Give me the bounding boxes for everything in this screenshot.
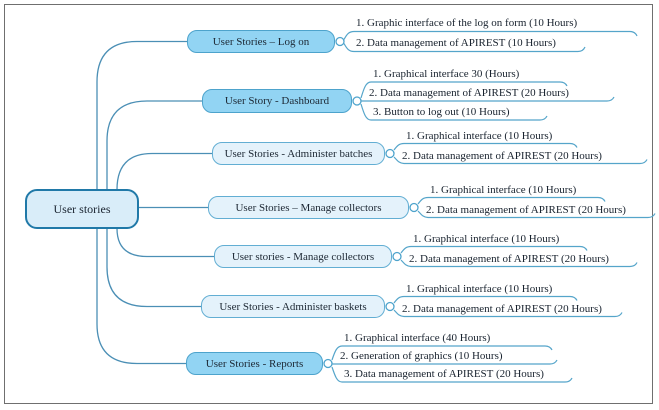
wire-root-log-on <box>96 40 188 190</box>
task-reports-3[interactable]: 3. Data management of APIREST (20 Hours) <box>344 368 544 380</box>
task-reports-2[interactable]: 2. Generation of graphics (10 Hours) <box>340 350 503 362</box>
task-line <box>331 366 573 383</box>
task-dashboard-2[interactable]: 2. Data management of APIREST (20 Hours) <box>369 87 569 99</box>
connector-dot <box>323 358 333 369</box>
task-line <box>393 295 578 304</box>
branch-node-administer-baskets[interactable]: User Stories - Administer baskets <box>201 295 385 318</box>
task-line <box>417 210 656 219</box>
task-collectors2-2[interactable]: 2. Data management of APIREST (20 Hours) <box>409 252 609 265</box>
branch-node-log-on[interactable]: User Stories – Log on <box>187 30 335 53</box>
task-reports-1[interactable]: 1. Graphical interface (40 Hours) <box>344 332 491 344</box>
branch-connector-dots <box>323 36 419 369</box>
task-line <box>332 359 558 365</box>
wire-root-dashboard <box>106 100 203 190</box>
task-line <box>417 196 606 205</box>
root-node-user-stories[interactable]: User stories <box>25 189 139 229</box>
task-dashboard-1[interactable]: 1. Graphical interface 30 (Hours) <box>373 68 520 80</box>
branch-node-manage-collectors-2[interactable]: User stories - Manage collectors <box>214 245 392 268</box>
branch-node-reports[interactable]: User Stories - Reports <box>186 352 323 375</box>
connector-dot <box>392 251 402 262</box>
task-line <box>400 245 588 254</box>
task-dashboard-3[interactable]: 3. Button to log out (10 Hours) <box>373 106 510 118</box>
task-line <box>393 142 578 151</box>
task-line <box>360 103 548 121</box>
task-batches-2[interactable]: 2. Data management of APIREST (20 Hours) <box>402 149 602 162</box>
task-log-on-1[interactable]: 1. Graphic interface of the log on form … <box>356 17 578 29</box>
wire-root-administer-baskets <box>106 228 202 308</box>
connector-dot <box>409 202 419 213</box>
task-line <box>393 156 648 165</box>
wire-root-administer-batches <box>116 152 213 190</box>
task-line <box>361 96 615 102</box>
connector-dot <box>352 96 362 106</box>
task-batches-1[interactable]: 1. Graphical interface (10 Hours) <box>406 129 553 142</box>
task-line <box>343 43 586 53</box>
task-line <box>343 30 638 40</box>
connector-dot <box>385 301 395 312</box>
connector-dot <box>385 148 395 159</box>
task-collectors-1[interactable]: 1. Graphical interface (10 Hours) <box>430 183 577 196</box>
branch-node-administer-batches[interactable]: User Stories - Administer batches <box>212 142 385 165</box>
branch-node-dashboard[interactable]: User Story - Dashboard <box>202 89 352 113</box>
branch-node-manage-collectors[interactable]: User Stories – Manage collectors <box>208 196 409 219</box>
task-line <box>400 259 638 268</box>
root-branch-wires <box>96 40 215 365</box>
task-line <box>393 309 623 318</box>
task-line <box>360 81 568 99</box>
task-collectors2-1[interactable]: 1. Graphical interface (10 Hours) <box>413 232 560 245</box>
task-log-on-2[interactable]: 2. Data management of APIREST (10 Hours) <box>356 37 556 49</box>
wire-root-manage-collectors-2 <box>116 228 215 258</box>
connector-dot <box>335 36 345 47</box>
task-wires <box>331 30 656 383</box>
wire-root-reports <box>96 228 187 365</box>
task-collectors-2[interactable]: 2. Data management of APIREST (20 Hours) <box>426 203 626 216</box>
task-baskets-1[interactable]: 1. Graphical interface (10 Hours) <box>406 282 553 295</box>
task-baskets-2[interactable]: 2. Data management of APIREST (20 Hours) <box>402 302 602 315</box>
task-line <box>331 345 553 361</box>
